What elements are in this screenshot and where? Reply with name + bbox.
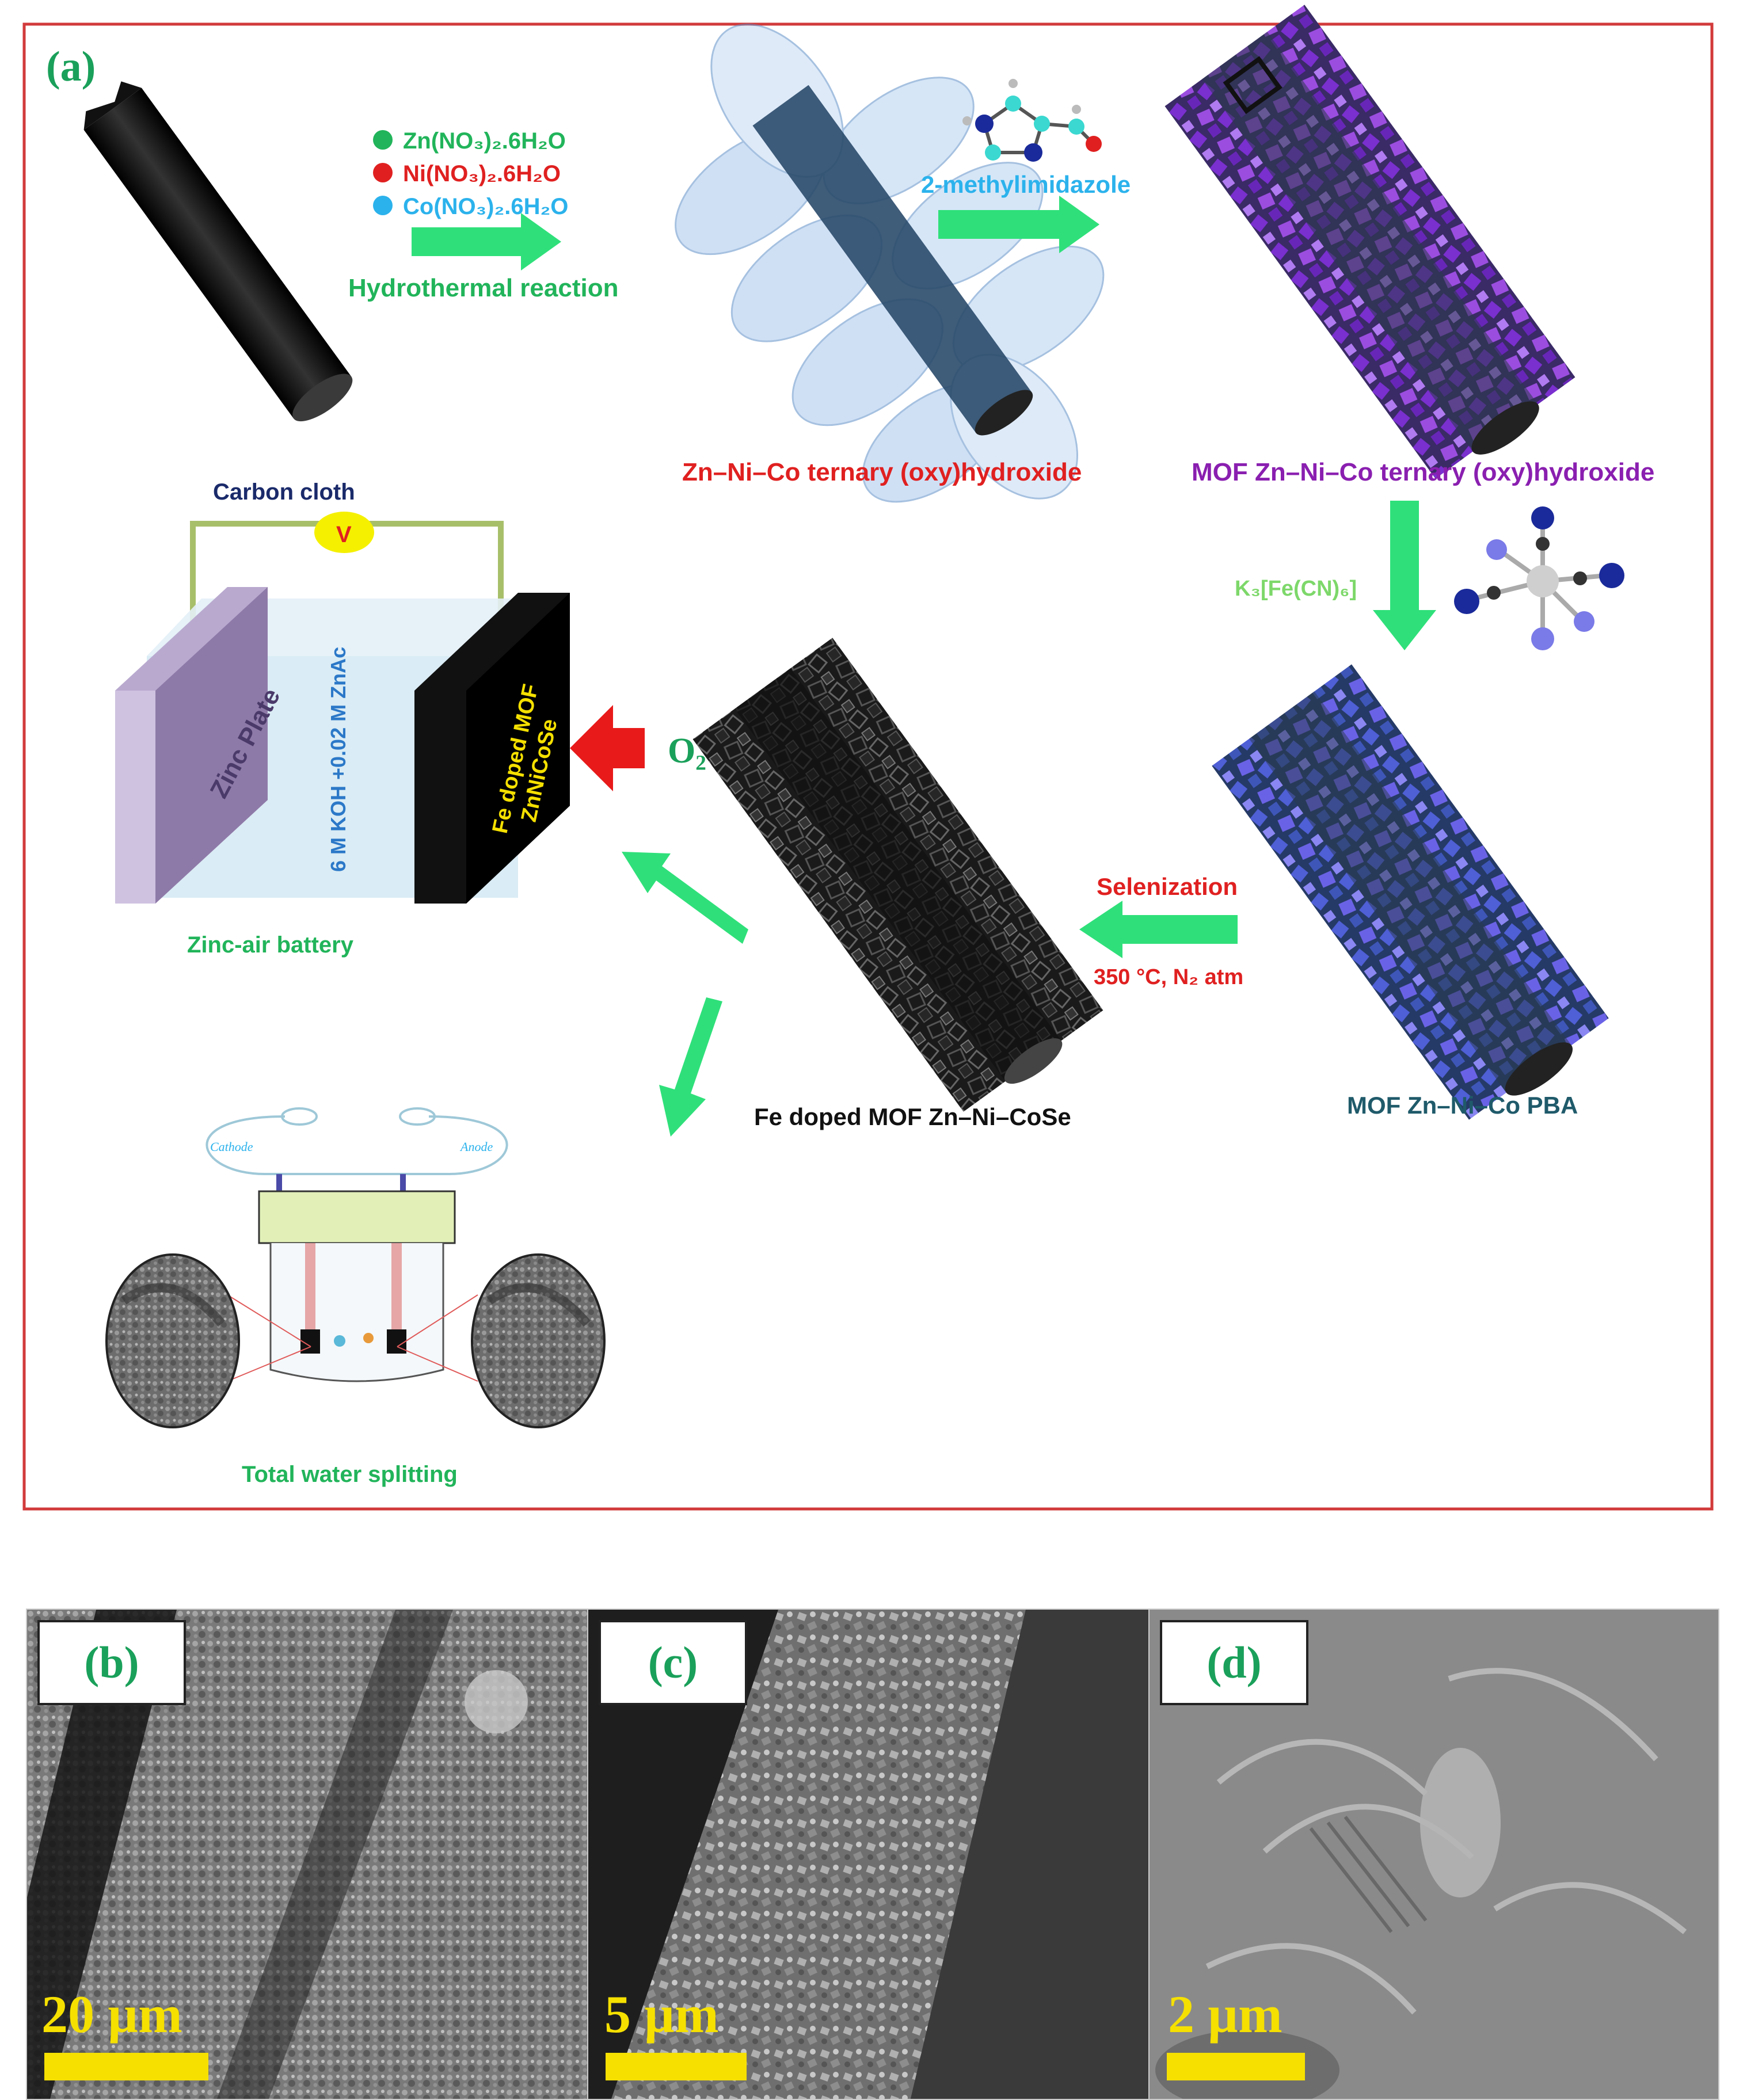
product-pba-label: MOF Zn–Ni–Co PBA (1347, 1092, 1578, 1119)
methylimidazole-molecule-icon (962, 79, 1102, 162)
panel-b-scale-bar (44, 2053, 208, 2080)
synthesis-scheme-panel: (a) Zn(NO₃)₂.6H₂O Ni(NO₃)₂.6H₂O Co(NO₃)₂… (22, 5, 1714, 1511)
panel-c-scale-bar (606, 2053, 747, 2080)
arrow-to-battery (622, 852, 748, 944)
arrow-imidazole (938, 196, 1099, 253)
cathode-label: Cathode (210, 1139, 253, 1154)
ni-precursor-dot (373, 163, 393, 182)
panel-a-frame (22, 22, 1714, 1511)
step-selenization-label: Selenization (1097, 873, 1238, 900)
fe-doped-selenide-fiber (692, 638, 1103, 1112)
mof-coated-fiber (1164, 5, 1575, 479)
sem-panel-b: (b) 20 µm (26, 1609, 589, 2100)
battery-caption: Zinc-air battery (187, 932, 354, 958)
battery-oxygen-label: O₂ (668, 731, 706, 771)
panel-d-tag: (d) (1160, 1620, 1308, 1705)
anode-label: Anode (459, 1139, 493, 1154)
carbon-cloth-fiber (83, 81, 353, 422)
step-imidazole-label: 2-methylimidazole (921, 171, 1131, 198)
panel-c-scale-label: 5 µm (604, 1985, 719, 2044)
panel-d-scale-label: 2 µm (1168, 1985, 1282, 2044)
arrow-to-water-splitting (659, 997, 722, 1137)
arrow-ferricyanide (1373, 501, 1436, 650)
step-hydrothermal-label: Hydrothermal reaction (348, 274, 618, 302)
panel-d-scale-bar (1167, 2053, 1305, 2080)
arrow-hydrothermal (412, 213, 561, 270)
product-final-label: Fe doped MOF Zn–Ni–CoSe (754, 1103, 1071, 1130)
sem-inset-anode (471, 1253, 606, 1428)
oxygen-inflow-arrow (570, 705, 645, 791)
arrow-selenization (1079, 901, 1238, 958)
zn-precursor-label: Zn(NO₃)₂.6H₂O (403, 128, 566, 154)
product-mof-label: MOF Zn–Ni–Co ternary (oxy)hydroxide (1192, 458, 1654, 486)
battery-electrolyte-label: 6 M KOH +0.02 M ZnAc (326, 647, 350, 872)
pba-coated-fiber (1212, 664, 1609, 1120)
sem-panel-d: (d) 2 µm (1148, 1609, 1719, 2100)
zinc-air-battery-diagram: Carbon cloth V Zinc Plate 6 M KOH +0.02 … (115, 479, 706, 958)
water-splitting-diagram: Cathode Anode Total water splitting (105, 1107, 606, 1487)
panel-b-scale-label: 20 µm (41, 1985, 182, 2044)
ni-precursor-label: Ni(NO₃)₂.6H₂O (403, 161, 561, 186)
co-precursor-dot (373, 196, 393, 215)
product-hydroxide-label: Zn–Ni–Co ternary (oxy)hydroxide (682, 458, 1082, 486)
sem-panel-c: (c) 5 µm (587, 1609, 1151, 2100)
water-splitting-caption: Total water splitting (242, 1462, 458, 1487)
voltmeter-icon (314, 512, 374, 553)
co-precursor-label: Co(NO₃)₂.6H₂O (403, 194, 568, 219)
voltmeter-label: V (336, 522, 352, 547)
battery-carbon-cloth-label: Carbon cloth (213, 479, 355, 505)
step-conditions-label: 350 °C, N₂ atm (1094, 965, 1243, 989)
hydroxide-nanosheets-on-fiber (675, 24, 1105, 503)
ferricyanide-molecule-icon (1454, 506, 1624, 650)
panel-b-tag: (b) (37, 1620, 186, 1705)
panel-c-tag: (c) (599, 1620, 747, 1705)
step-ferricyanide-label: K₃[Fe(CN)₆] (1235, 577, 1357, 601)
sem-inset-cathode (105, 1253, 240, 1428)
panel-a-tag: (a) (46, 43, 96, 90)
reagent-list: Zn(NO₃)₂.6H₂O Ni(NO₃)₂.6H₂O Co(NO₃)₂.6H₂… (373, 128, 568, 219)
zn-precursor-dot (373, 130, 393, 150)
